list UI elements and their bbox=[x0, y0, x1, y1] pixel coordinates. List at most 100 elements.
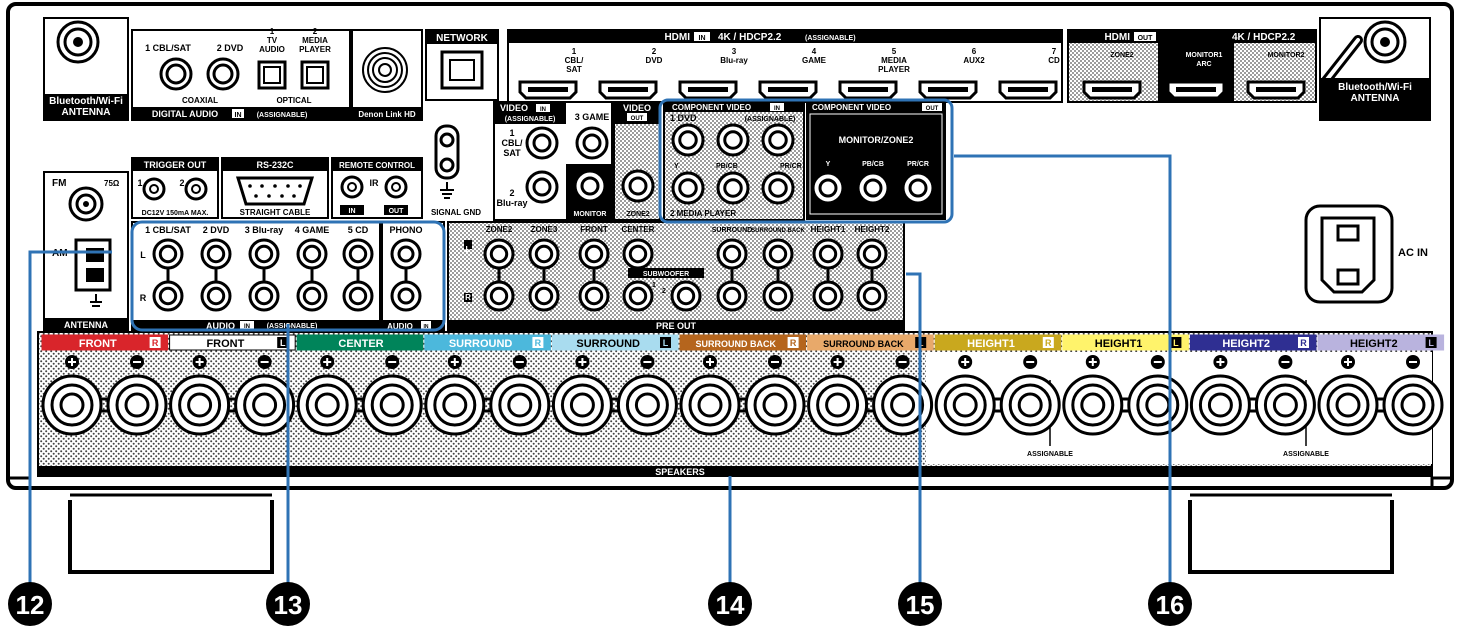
speaker-terminal-2-plus[interactable] bbox=[169, 355, 231, 436]
speaker-terminal-1-minus[interactable] bbox=[106, 355, 168, 436]
speaker-terminal-7-plus[interactable] bbox=[807, 355, 869, 436]
speaker-terminal-5-plus[interactable] bbox=[551, 355, 613, 436]
pre-out-jack-top-2[interactable] bbox=[528, 238, 560, 270]
audio-in-jack-l-1[interactable] bbox=[152, 238, 184, 270]
audio-in-jack-l-2[interactable] bbox=[200, 238, 232, 270]
hdmi-in-port-6[interactable] bbox=[918, 80, 978, 100]
speaker-terminal-4-plus[interactable] bbox=[424, 355, 486, 436]
hdmi-in-port-4[interactable] bbox=[758, 80, 818, 100]
pre-out-jack-bottom-1[interactable] bbox=[483, 280, 515, 312]
callout-14: 14 bbox=[708, 582, 752, 626]
audio-in-jack-l-4[interactable] bbox=[296, 238, 328, 270]
speaker-terminal-7-minus[interactable] bbox=[872, 355, 934, 436]
pre-out-jack-bottom-4[interactable] bbox=[622, 280, 654, 312]
speaker-terminal-4-minus[interactable] bbox=[489, 355, 551, 436]
network-port[interactable] bbox=[425, 29, 499, 101]
speaker-terminal-6-minus[interactable] bbox=[744, 355, 806, 436]
speaker-terminal-3-minus[interactable] bbox=[361, 355, 423, 436]
hdmi-out-port-3[interactable] bbox=[1246, 80, 1306, 100]
speaker-terminal-9-minus[interactable] bbox=[1127, 355, 1189, 436]
pre-out-jack-top-8[interactable] bbox=[856, 238, 888, 270]
speaker-terminal-2-minus[interactable] bbox=[234, 355, 296, 436]
speaker-channel-label-4: SURROUND bbox=[449, 338, 513, 350]
component-out-jack-3[interactable] bbox=[901, 171, 935, 205]
hdmi-in-port-1[interactable] bbox=[518, 80, 578, 100]
hdmi-out-badge: OUT bbox=[1138, 35, 1154, 42]
pre-out-jack-bottom-8[interactable] bbox=[812, 280, 844, 312]
audio-in-jack-r-5[interactable] bbox=[342, 280, 374, 312]
bt-antenna-left[interactable] bbox=[43, 17, 129, 121]
pre-out-jack-bottom-9[interactable] bbox=[856, 280, 888, 312]
speaker-terminal-8-minus[interactable] bbox=[999, 355, 1061, 436]
digital-audio-optical: OPTICAL bbox=[276, 96, 311, 105]
hdmi-in-assignable: (ASSIGNABLE) bbox=[805, 35, 856, 42]
audio-in-jack-l-3[interactable] bbox=[248, 238, 280, 270]
component-in-jack-1-3[interactable] bbox=[761, 123, 795, 157]
speaker-channel-side-8: R bbox=[1045, 338, 1052, 348]
pre-out-jack-top-4[interactable] bbox=[622, 238, 654, 270]
denon-link-port[interactable] bbox=[351, 29, 423, 121]
audio-in-jack-r-1[interactable] bbox=[152, 280, 184, 312]
speaker-terminal-1-plus[interactable] bbox=[41, 355, 103, 436]
speaker-terminal-11-minus[interactable] bbox=[1382, 355, 1444, 436]
speaker-terminal-10-minus[interactable] bbox=[1254, 355, 1316, 436]
audio-in-input-label-4: 4 GAME bbox=[295, 225, 330, 235]
component-out-ch-pb: PB/CB bbox=[862, 161, 884, 168]
rs232c-port[interactable] bbox=[221, 157, 329, 219]
hdmi-in-badge: IN bbox=[699, 35, 706, 42]
hdmi-out-port-1[interactable] bbox=[1082, 80, 1142, 100]
component-in-jack-1-1[interactable] bbox=[671, 123, 705, 157]
foot-left bbox=[68, 493, 274, 574]
speaker-terminal-5-minus[interactable] bbox=[616, 355, 678, 436]
network-label: NETWORK bbox=[436, 33, 488, 44]
hdmi-in-port-5[interactable] bbox=[838, 80, 898, 100]
ac-inlet[interactable] bbox=[1304, 204, 1394, 304]
pre-out-jack-top-5[interactable] bbox=[716, 238, 748, 270]
component-in-jack-2-2[interactable] bbox=[716, 171, 750, 205]
phono-audio: AUDIO bbox=[387, 322, 413, 331]
hdmi-in-port-2[interactable] bbox=[598, 80, 658, 100]
pre-out-jack-top-6[interactable] bbox=[762, 238, 794, 270]
pre-out-jack-bottom-5[interactable] bbox=[670, 280, 702, 312]
audio-in-jack-r-2[interactable] bbox=[200, 280, 232, 312]
component-out-jack-1[interactable] bbox=[811, 171, 845, 205]
speakers-label: SPEAKERS bbox=[655, 467, 705, 477]
signal-gnd-terminal[interactable] bbox=[434, 124, 460, 199]
callout-13: 13 bbox=[266, 582, 310, 626]
bt-antenna-right[interactable] bbox=[1319, 17, 1431, 121]
speaker-terminal-10-plus[interactable] bbox=[1189, 355, 1251, 436]
pre-out-jack-top-7[interactable] bbox=[812, 238, 844, 270]
pre-out-jack-bottom-2[interactable] bbox=[528, 280, 560, 312]
speaker-terminal-3-plus[interactable] bbox=[296, 355, 358, 436]
component-out-ch-pr: PR/CR bbox=[907, 161, 929, 168]
video-out-label: VIDEO bbox=[623, 103, 651, 113]
speaker-terminal-6-plus[interactable] bbox=[679, 355, 741, 436]
speaker-terminal-9-plus[interactable] bbox=[1062, 355, 1124, 436]
speaker-terminal-8-plus[interactable] bbox=[934, 355, 996, 436]
component-in-jack-1-2[interactable] bbox=[716, 123, 750, 157]
video-in-section bbox=[493, 101, 613, 221]
audio-in-jack-r-3[interactable] bbox=[248, 280, 280, 312]
denon-link-label: Denon Link HD bbox=[358, 110, 416, 119]
pre-out-jack-bottom-6[interactable] bbox=[716, 280, 748, 312]
pre-out-jack-top-1[interactable] bbox=[483, 238, 515, 270]
antenna-label: ANTENNA bbox=[64, 320, 108, 330]
audio-in-jack-r-4[interactable] bbox=[296, 280, 328, 312]
hdmi-in-port-7[interactable] bbox=[998, 80, 1058, 100]
hdmi-out-port-2[interactable] bbox=[1166, 80, 1226, 100]
component-out-jack-2[interactable] bbox=[856, 171, 890, 205]
pre-out-jack-bottom-3[interactable] bbox=[578, 280, 610, 312]
speaker-channel-side-2: L bbox=[280, 338, 286, 348]
speakers-assignable-2: ASSIGNABLE bbox=[1283, 451, 1329, 458]
component-in-jack-2-1[interactable] bbox=[671, 171, 705, 205]
pre-out-jack-top-3[interactable] bbox=[578, 238, 610, 270]
pre-out-sub-2: 2 bbox=[662, 288, 666, 295]
audio-in-jack-l-5[interactable] bbox=[342, 238, 374, 270]
pre-out-label: PRE OUT bbox=[656, 321, 697, 331]
speaker-terminal-11-plus[interactable] bbox=[1317, 355, 1379, 436]
pre-out-jack-bottom-7[interactable] bbox=[762, 280, 794, 312]
hdmi-in-port-3[interactable] bbox=[678, 80, 738, 100]
component-in-jack-2-3[interactable] bbox=[761, 171, 795, 205]
